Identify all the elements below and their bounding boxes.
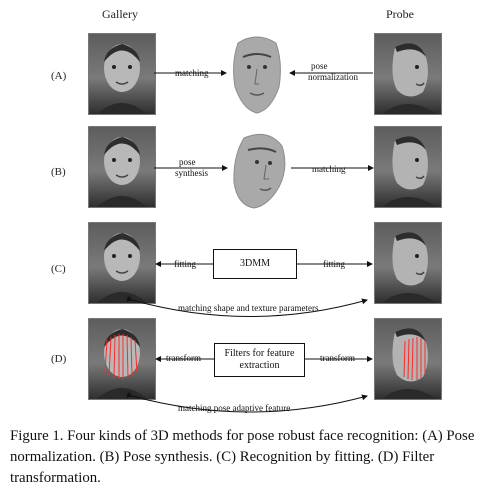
probe-photo-b	[374, 126, 442, 208]
row-c-bottom-note: matching shape and texture parameters	[177, 303, 320, 313]
probe-photo-a	[374, 33, 442, 115]
row-d-left-connector-label: transform	[165, 353, 202, 363]
row-a-label: (A)	[51, 70, 67, 82]
row-c-left-connector-label: fitting	[173, 259, 197, 269]
synthesized-3d-face-b	[226, 128, 290, 210]
probe-header: Probe	[386, 7, 414, 21]
row-c-right-connector-label: fitting	[322, 259, 346, 269]
figure: Gallery Probe (A) (B) (C) (D)	[51, 7, 442, 413]
row-a-right-connector-label-1: pose	[310, 61, 329, 71]
row-b-left-connector-label-2: synthesis	[174, 168, 210, 178]
row-b-label: (B)	[51, 166, 66, 178]
figure-caption: Figure 1. Four kinds of 3D methods for p…	[10, 428, 475, 486]
gallery-photo-c	[88, 222, 156, 304]
filters-box: Filters for feature extraction	[214, 343, 305, 377]
filters-box-line-2: extraction	[239, 360, 280, 371]
gallery-photo-d	[88, 318, 156, 400]
3dmm-box: 3DMM	[213, 249, 297, 279]
row-a-right-connector-label-2: normalization	[307, 72, 359, 82]
probe-photo-c	[374, 222, 442, 304]
probe-photo-d	[374, 318, 442, 400]
row-a-left-connector-label: matching	[174, 68, 210, 78]
row-d-bottom-note: matching pose adaptive feature	[177, 403, 292, 413]
gallery-photo-b	[88, 126, 156, 208]
row-d-label: (D)	[51, 353, 67, 365]
row-b-left-connector-label-1: pose	[178, 157, 197, 167]
row-b-right-connector-label: matching	[311, 164, 347, 174]
normalized-3d-face-a	[225, 33, 289, 115]
row-d-right-connector-label: transform	[319, 353, 356, 363]
gallery-header: Gallery	[102, 7, 138, 21]
gallery-photo-a	[88, 33, 156, 115]
filters-box-line-1: Filters for feature	[224, 348, 295, 359]
row-c-label: (C)	[51, 263, 66, 275]
